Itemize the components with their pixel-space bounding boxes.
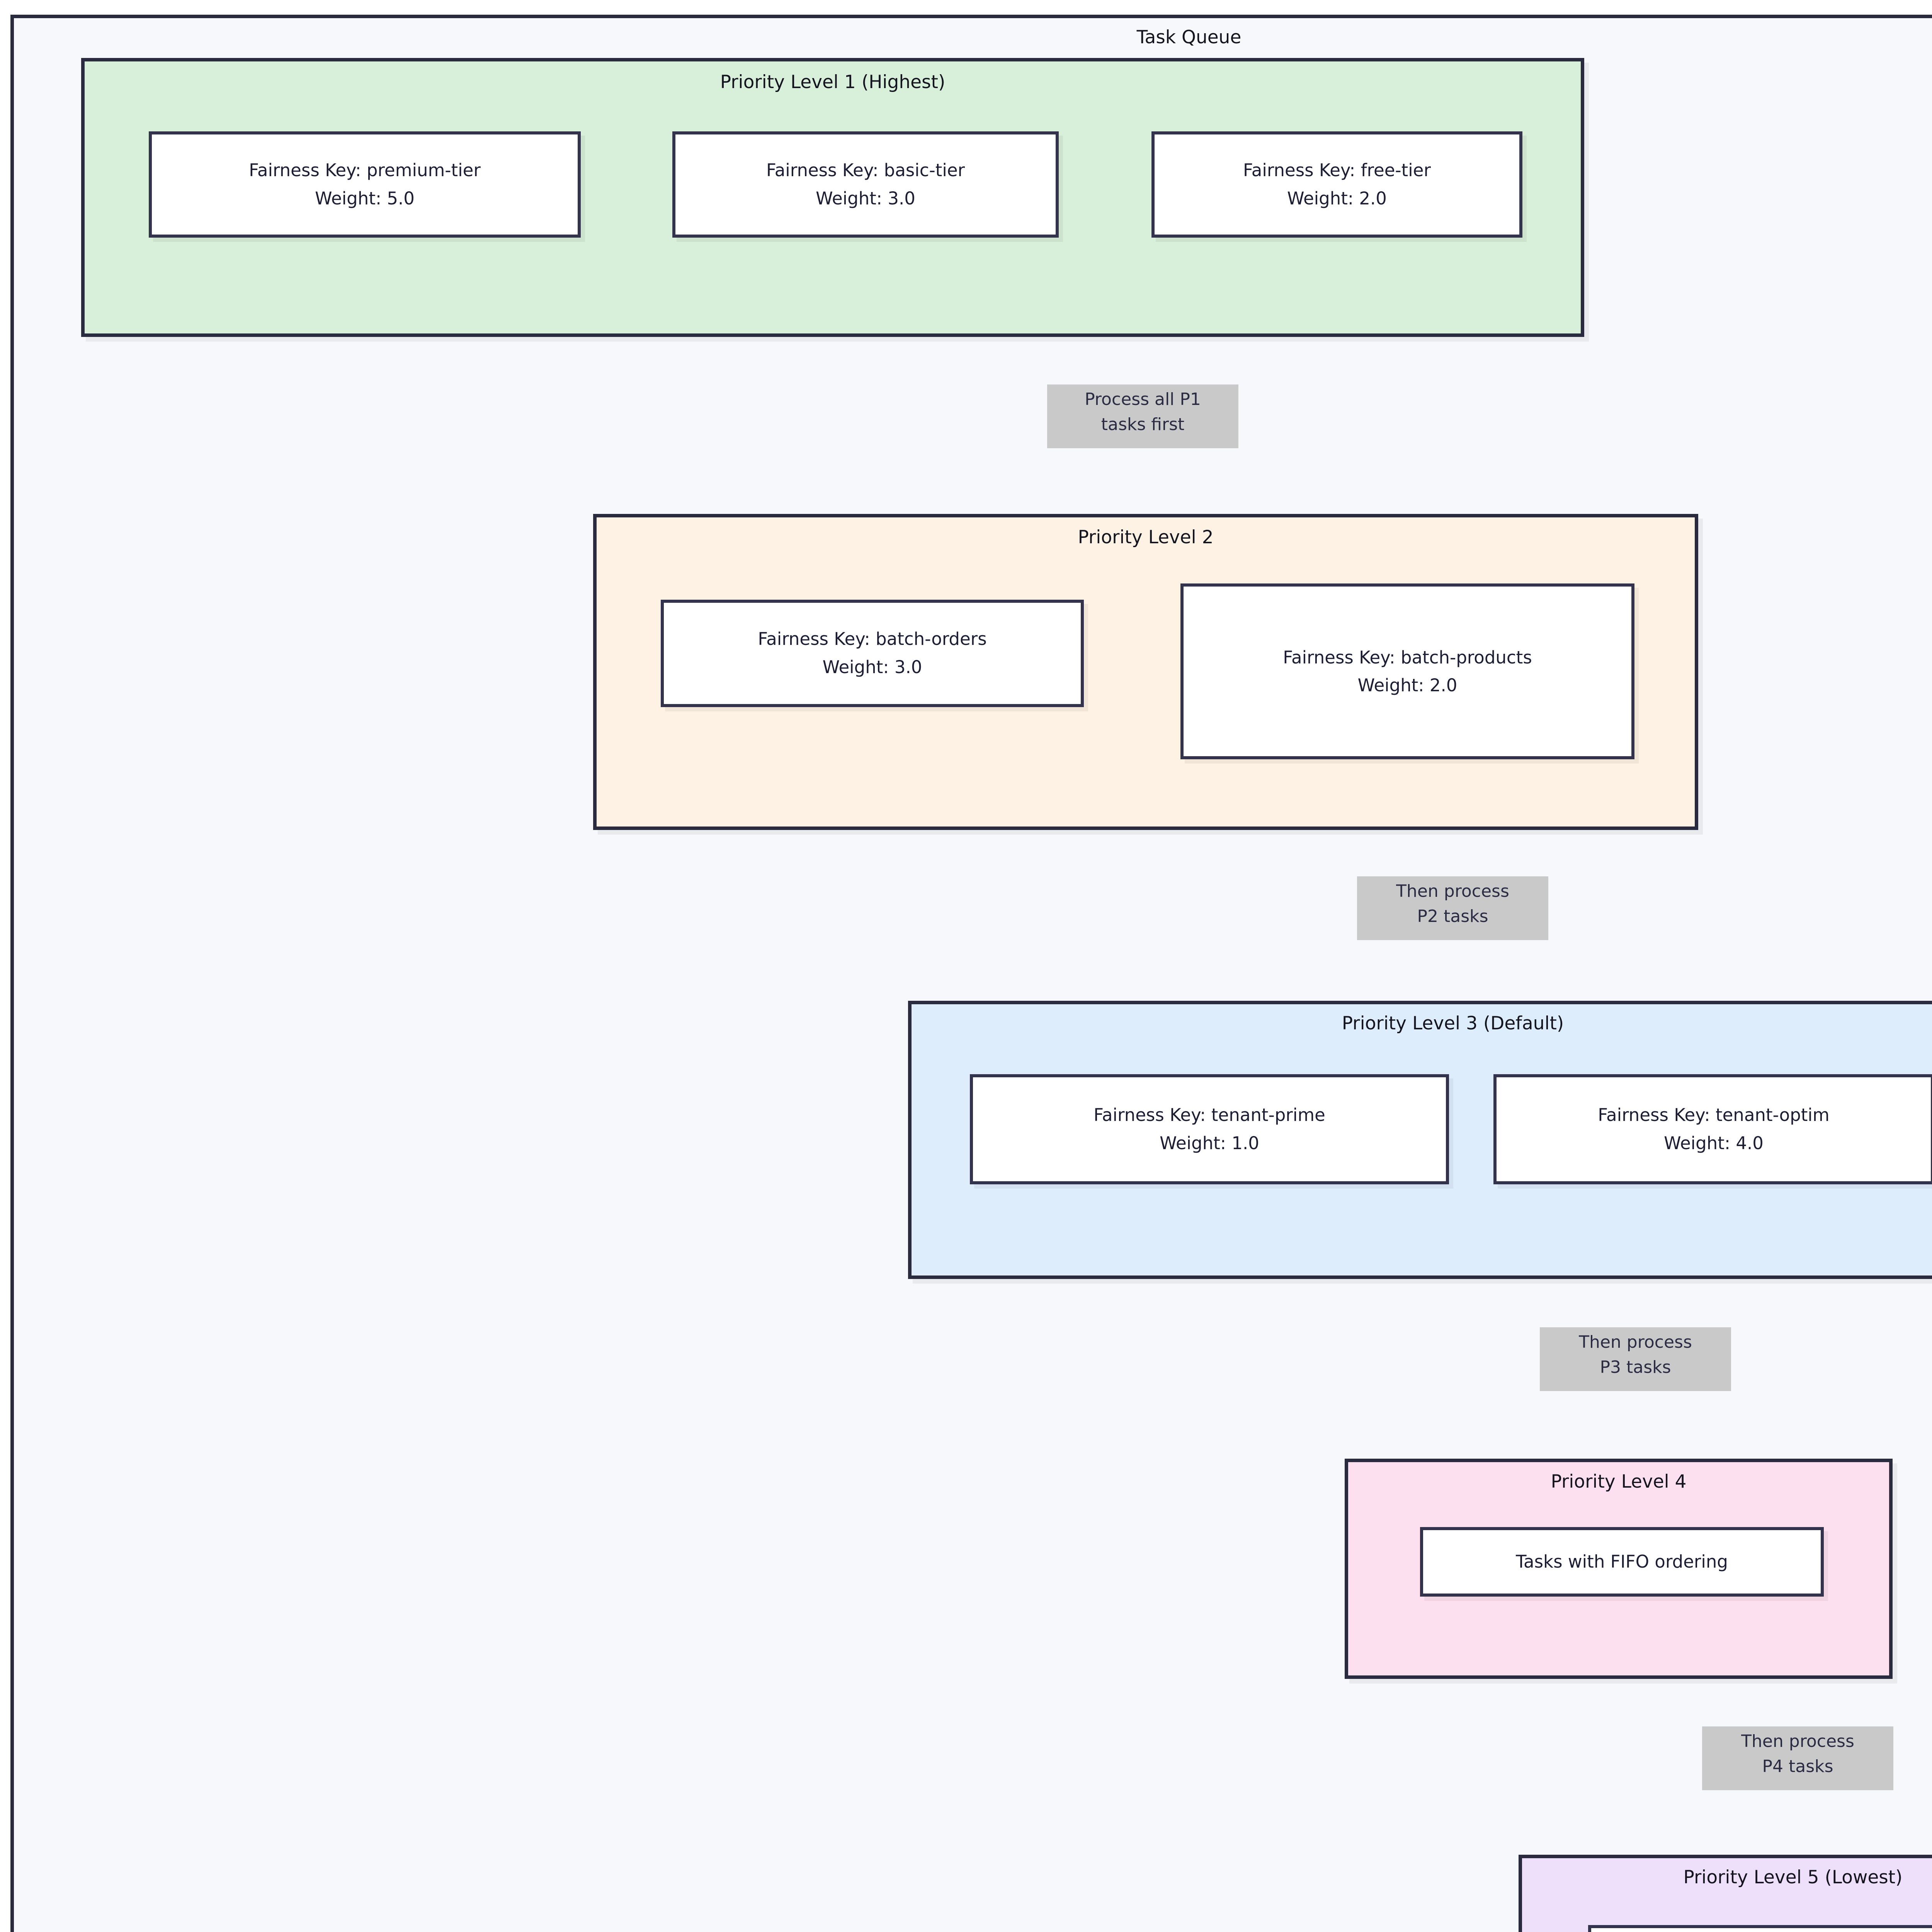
fairness-key-label: Fairness Key: premium-tier [249, 160, 481, 180]
weight-label: Weight: 5.0 [315, 188, 415, 209]
fairness-key-box-batch-products: Fairness Key: batch-products Weight: 2.0 [1180, 583, 1634, 759]
fairness-key-label: Fairness Key: batch-products [1283, 647, 1532, 668]
fairness-key-label: Fairness Key: batch-orders [758, 629, 987, 650]
fifo-box-p4: Tasks with FIFO ordering [1420, 1527, 1824, 1597]
cluster-priority-level-5-title: Priority Level 5 (Lowest) [1683, 1867, 1903, 1888]
fairness-key-box-free-tier: Fairness Key: free-tier Weight: 2.0 [1151, 131, 1522, 238]
fairness-key-box-premium-tier: Fairness Key: premium-tier Weight: 5.0 [149, 131, 581, 238]
fairness-key-box-basic-tier: Fairness Key: basic-tier Weight: 3.0 [672, 131, 1059, 238]
fairness-key-label: Fairness Key: tenant-prime [1094, 1104, 1325, 1125]
weight-label: Weight: 4.0 [1664, 1133, 1764, 1153]
edge-label-p1-to-p2: Process all P1 tasks first [1047, 384, 1238, 448]
weight-label: Weight: 2.0 [1357, 675, 1458, 696]
fairness-key-box-batch-orders: Fairness Key: batch-orders Weight: 3.0 [661, 600, 1084, 707]
cluster-priority-level-4-title: Priority Level 4 [1551, 1471, 1687, 1492]
weight-label: Weight: 3.0 [822, 657, 922, 677]
fifo-box-p5: Tasks with FIFO ordering [1588, 1925, 1932, 1932]
edge-label-p3-to-p4: Then process P3 tasks [1540, 1327, 1731, 1391]
fairness-key-box-tenant-optim: Fairness Key: tenant-optim Weight: 4.0 [1493, 1074, 1932, 1184]
fairness-key-label: Fairness Key: tenant-optim [1598, 1104, 1830, 1125]
fairness-key-label: Fairness Key: basic-tier [766, 160, 965, 180]
cluster-priority-level-3-title: Priority Level 3 (Default) [1342, 1013, 1564, 1034]
cluster-task-queue-title: Task Queue [1136, 27, 1242, 48]
fifo-label: Tasks with FIFO ordering [1516, 1551, 1728, 1572]
weight-label: Weight: 2.0 [1287, 188, 1387, 209]
edge-label-p4-to-p5: Then process P4 tasks [1702, 1726, 1893, 1790]
weight-label: Weight: 3.0 [816, 188, 915, 209]
cluster-priority-level-2-title: Priority Level 2 [1078, 527, 1214, 548]
edge-label-p2-to-p3: Then process P2 tasks [1357, 876, 1548, 940]
cluster-priority-level-5 [1519, 1855, 1932, 1932]
fairness-key-label: Fairness Key: free-tier [1243, 160, 1431, 180]
weight-label: Weight: 1.0 [1160, 1133, 1259, 1153]
fairness-key-box-tenant-prime: Fairness Key: tenant-prime Weight: 1.0 [970, 1074, 1449, 1184]
cluster-priority-level-1-title: Priority Level 1 (Highest) [720, 71, 946, 93]
